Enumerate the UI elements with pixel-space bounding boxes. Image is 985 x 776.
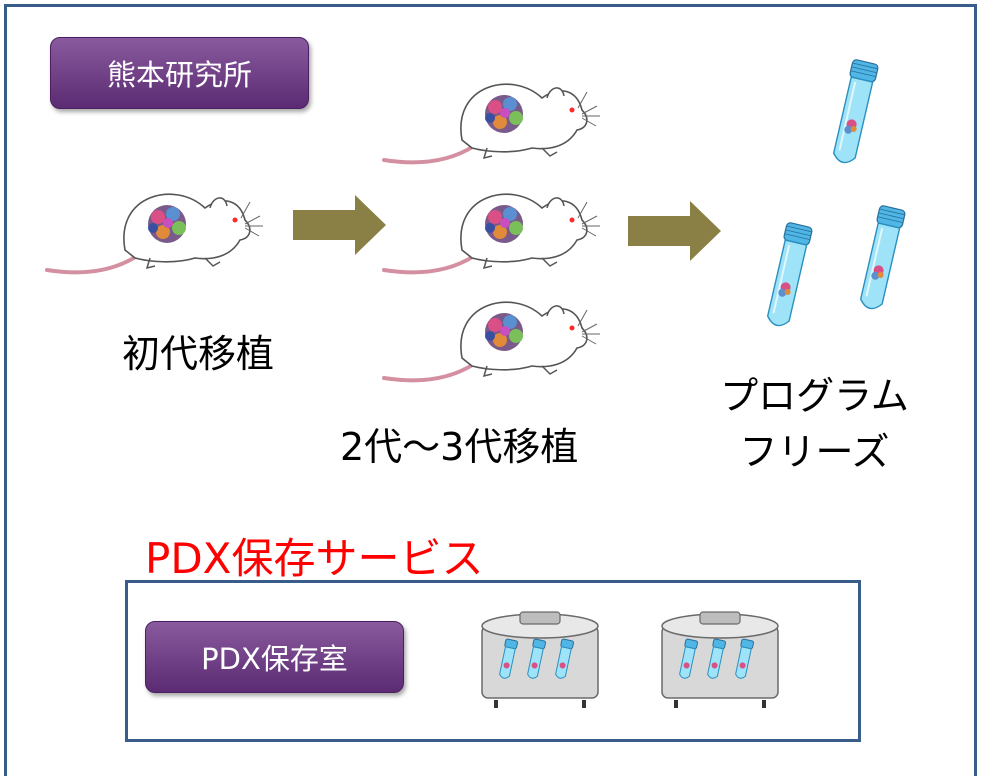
lab-badge: 熊本研究所 [50, 37, 309, 109]
program-freeze-label: プログラム フリーズ [707, 368, 922, 480]
freezer-vat-icon [480, 610, 600, 710]
program-freeze-line2: フリーズ [739, 430, 890, 474]
arrow-right-icon [293, 195, 386, 255]
freezer-vat-icon [660, 610, 780, 710]
program-freeze-line1: プログラム [720, 374, 909, 418]
arrow-right-icon [628, 201, 721, 261]
first-transplant-label: 初代移植 [122, 332, 275, 376]
diagram-frame [4, 4, 977, 776]
second-third-transplant-label: 2代～3代移植 [340, 425, 579, 469]
storage-room-badge: PDX保存室 [145, 621, 404, 693]
service-title: PDX保存サービス [145, 534, 484, 583]
